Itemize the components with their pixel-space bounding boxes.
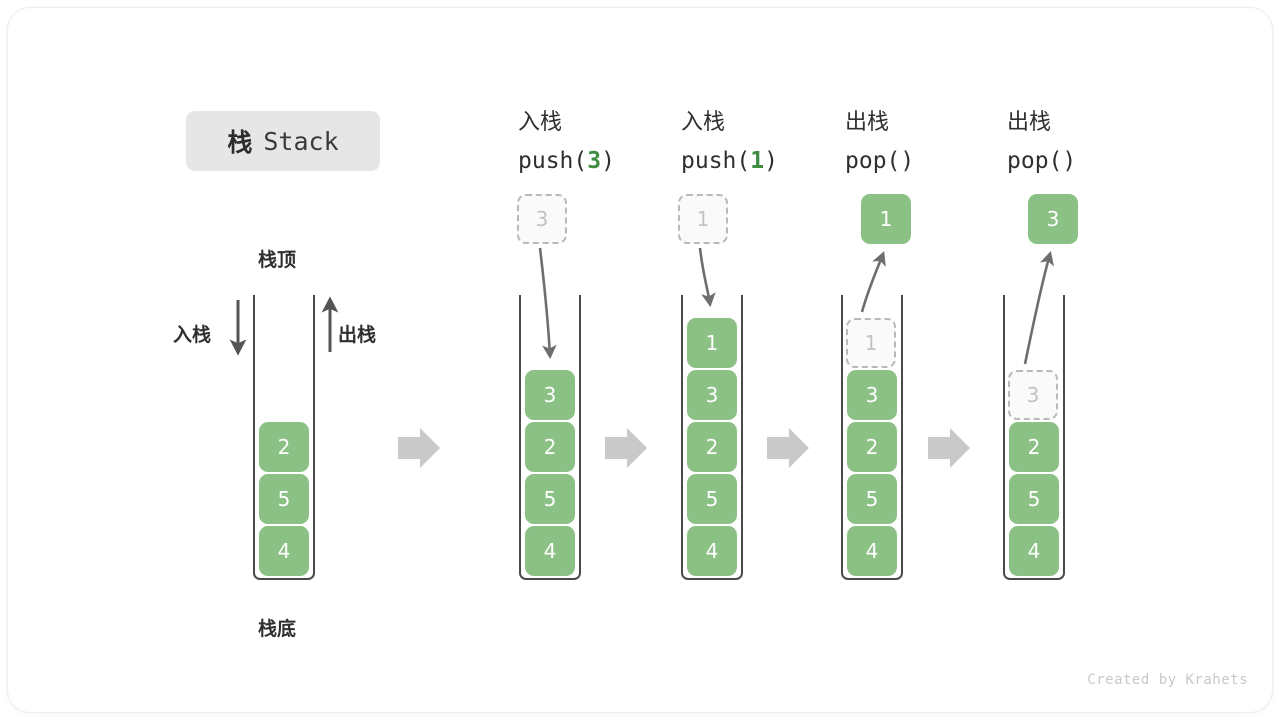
code-suffix: ) [1062, 148, 1077, 174]
stack-cell: 2 [525, 422, 575, 472]
pop-direction-label: 出栈 [338, 324, 377, 346]
stack-cell: 5 [525, 474, 575, 524]
stack-cell: 3 [847, 370, 897, 420]
stack-cell: 2 [1009, 422, 1059, 472]
code-suffix: ) [764, 148, 778, 174]
stack-container-push-3 [519, 295, 581, 580]
stack-cell: 2 [847, 422, 897, 472]
column-header-push-3: 入栈 push(3) [518, 104, 615, 180]
stack-cell: 3 [525, 370, 575, 420]
stack-cell: 4 [1009, 526, 1059, 576]
code-arg: 3 [587, 148, 602, 174]
header-cn-pop-1: 出栈 [845, 110, 890, 135]
header-cn-push-3: 入栈 [518, 110, 563, 135]
header-code-push-1: push(1) [681, 142, 778, 180]
vacated-ghost-cell: 1 [846, 318, 896, 368]
code-prefix: push( [518, 148, 588, 174]
header-cn-pop-3: 出栈 [1007, 110, 1052, 135]
push-direction-label: 入栈 [173, 324, 212, 346]
vacated-ghost-cell: 3 [1008, 370, 1058, 420]
stack-cell: 5 [1009, 474, 1059, 524]
column-header-push-1: 入栈 push(1) [681, 104, 778, 180]
stack-container-pop-3 [1003, 295, 1065, 580]
stack-cell: 4 [525, 526, 575, 576]
code-prefix: push( [681, 148, 751, 174]
stack-bottom-label: 栈底 [258, 618, 297, 640]
stack-cell: 5 [687, 474, 737, 524]
stack-cell: 1 [687, 318, 737, 368]
stack-cell: 2 [687, 422, 737, 472]
stack-cell: 5 [847, 474, 897, 524]
diagram-title: 栈 Stack [186, 111, 380, 171]
column-header-pop-1: 出栈 pop() [845, 104, 914, 180]
stack-cell: 4 [259, 526, 309, 576]
code-prefix: pop( [1007, 148, 1063, 174]
stack-cell: 4 [847, 526, 897, 576]
stack-container-push-1 [681, 295, 743, 580]
stack-container-pop-1 [841, 295, 903, 580]
stack-container-initial [253, 295, 315, 580]
header-code-pop-1: pop() [845, 142, 914, 180]
watermark: Created by Krahets [1087, 672, 1248, 688]
popped-cell: 3 [1028, 194, 1078, 244]
code-suffix: ) [900, 148, 915, 174]
header-code-push-3: push(3) [518, 142, 615, 180]
title-en: Stack [263, 126, 339, 156]
header-code-pop-3: pop() [1007, 142, 1076, 180]
code-suffix: ) [601, 148, 615, 174]
popped-cell: 1 [861, 194, 911, 244]
stack-cell: 3 [687, 370, 737, 420]
stack-cell: 5 [259, 474, 309, 524]
code-arg: 1 [750, 148, 765, 174]
stack-top-label: 栈顶 [258, 249, 297, 271]
header-cn-push-1: 入栈 [681, 110, 726, 135]
incoming-ghost-cell: 3 [517, 194, 567, 244]
stack-cell: 2 [259, 422, 309, 472]
code-prefix: pop( [845, 148, 901, 174]
column-header-pop-3: 出栈 pop() [1007, 104, 1076, 180]
title-cn: 栈 [227, 128, 254, 157]
stack-cell: 4 [687, 526, 737, 576]
incoming-ghost-cell: 1 [678, 194, 728, 244]
